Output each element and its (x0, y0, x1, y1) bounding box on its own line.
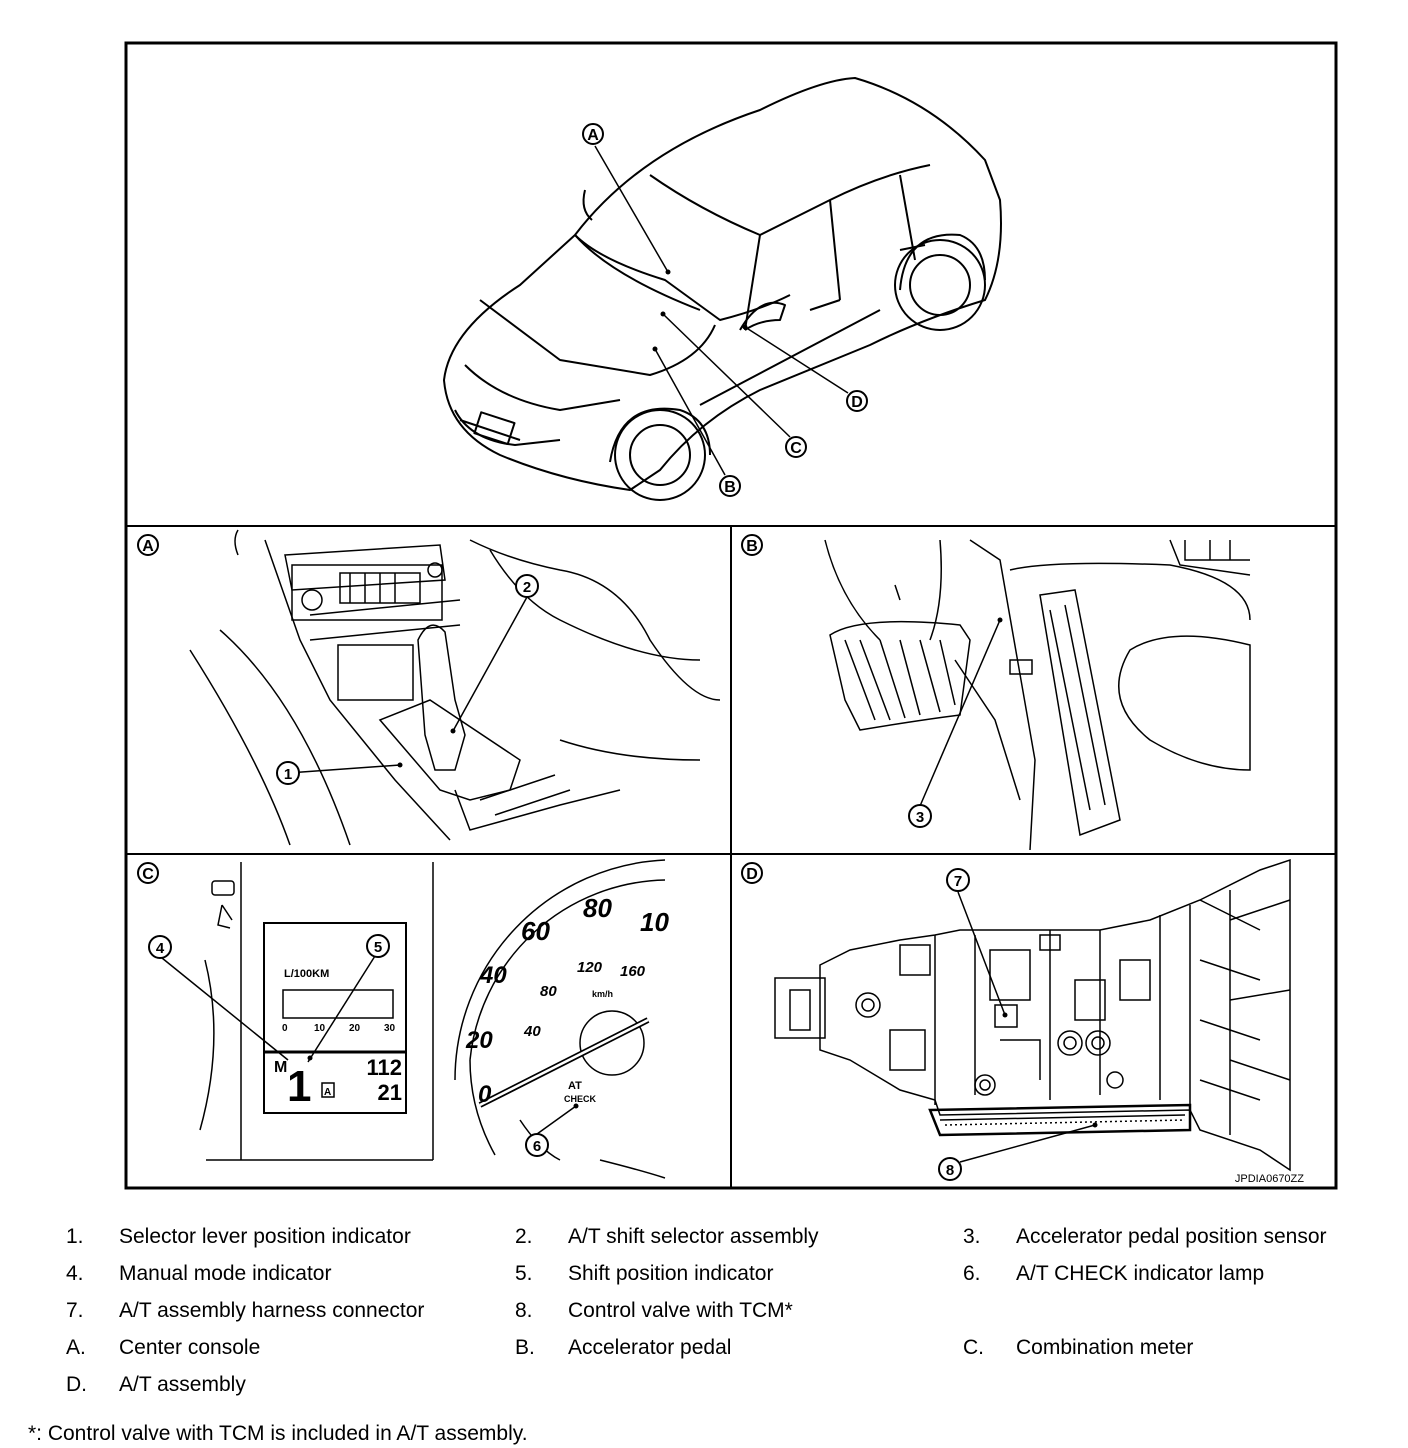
svg-text:112: 112 (367, 1055, 403, 1080)
legend-text: Accelerator pedal (568, 1336, 732, 1359)
svg-text:80: 80 (583, 893, 612, 923)
legend-num: 1. (66, 1225, 84, 1248)
svg-text:10: 10 (314, 1023, 326, 1034)
panel-D-at-assembly: D 7 (741, 858, 1304, 1185)
svg-text:1: 1 (284, 766, 292, 783)
svg-text:40: 40 (523, 1023, 541, 1040)
legend-text: A/T shift selector assembly (568, 1225, 819, 1248)
legend-num: 4. (66, 1262, 84, 1285)
overview-callouts: A B C D (582, 123, 868, 497)
callout-1: 1 (276, 761, 300, 785)
svg-text:2: 2 (523, 579, 531, 596)
svg-text:120: 120 (577, 959, 603, 976)
svg-text:C: C (790, 440, 802, 457)
svg-text:B: B (746, 538, 758, 555)
legend-num: 2. (515, 1225, 533, 1248)
svg-text:20: 20 (349, 1023, 361, 1034)
lcd-unit-label: L/100KM (284, 968, 329, 980)
svg-text:4: 4 (156, 940, 165, 957)
svg-text:21: 21 (378, 1080, 402, 1105)
legend-num: 6. (963, 1262, 981, 1285)
callout-A-overview: A (582, 123, 604, 145)
callout-4: 4 (148, 935, 172, 959)
at-lamp-text: AT (568, 1080, 582, 1092)
svg-text:A: A (324, 1087, 331, 1098)
svg-text:10: 10 (640, 907, 669, 937)
panel-A-label: A (137, 534, 159, 556)
legend-text: Combination meter (1016, 1336, 1194, 1359)
svg-text:20: 20 (465, 1027, 493, 1054)
vehicle-overview-drawing (443, 77, 1002, 501)
legend-num: 8. (515, 1299, 533, 1322)
svg-text:0: 0 (282, 1023, 288, 1034)
callout-3: 3 (908, 804, 932, 828)
svg-text:60: 60 (521, 916, 550, 946)
panel-D-label: D (741, 862, 763, 884)
legend-num: A. (66, 1336, 86, 1359)
legend-num: D. (66, 1373, 87, 1396)
svg-text:D: D (851, 394, 863, 411)
svg-text:B: B (724, 479, 736, 496)
legend-num: C. (963, 1336, 984, 1359)
svg-text:D: D (746, 866, 758, 883)
legend-text: Control valve with TCM* (568, 1299, 793, 1322)
svg-text:CHECK: CHECK (564, 1094, 597, 1104)
legend-num: 5. (515, 1262, 533, 1285)
svg-text:km/h: km/h (592, 989, 613, 999)
svg-text:A: A (142, 538, 154, 555)
legend-text: Shift position indicator (568, 1262, 774, 1285)
figure-id: JPDIA0670ZZ (1235, 1173, 1304, 1185)
legend-text: Manual mode indicator (119, 1262, 332, 1285)
svg-text:8: 8 (946, 1162, 954, 1179)
legend-text: A/T CHECK indicator lamp (1016, 1262, 1265, 1285)
svg-text:C: C (142, 866, 154, 883)
panel-C-label: C (137, 862, 159, 884)
legend-num: 7. (66, 1299, 84, 1322)
svg-text:5: 5 (374, 939, 382, 956)
svg-text:160: 160 (620, 963, 646, 980)
legend: 1. Selector lever position indicator 2. … (0, 1220, 1408, 1410)
callout-7: 7 (946, 868, 970, 892)
svg-text:0: 0 (478, 1081, 492, 1108)
svg-text:80: 80 (540, 983, 557, 1000)
legend-num: 3. (963, 1225, 981, 1248)
legend-text: Center console (119, 1336, 261, 1359)
callout-D-overview: D (846, 390, 868, 412)
panel-C-combination-meter: C L/100KM 0 10 20 30 M (137, 859, 669, 1179)
gear-digit: 1 (287, 1062, 311, 1111)
footnote: *: Control valve with TCM is included in… (28, 1422, 528, 1445)
lcd-display (263, 922, 407, 1114)
svg-text:A: A (587, 127, 599, 144)
component-location-figure: A B C D A 1 2 (124, 41, 1338, 1190)
legend-num: B. (515, 1336, 535, 1359)
svg-text:7: 7 (954, 873, 962, 890)
callout-2: 2 (515, 574, 539, 598)
svg-text:3: 3 (916, 809, 924, 826)
svg-text:6: 6 (533, 1138, 541, 1155)
callout-B-overview: B (719, 475, 741, 497)
callout-5: 5 (366, 934, 390, 958)
legend-text: A/T assembly (119, 1373, 246, 1396)
panel-A-center-console: A 1 2 (137, 529, 721, 846)
manual-mode-letter: M (274, 1059, 287, 1076)
legend-text: Accelerator pedal position sensor (1016, 1225, 1327, 1248)
legend-text: A/T assembly harness connector (119, 1299, 425, 1322)
callout-C-overview: C (785, 436, 807, 458)
legend-text: Selector lever position indicator (119, 1225, 411, 1248)
callout-6: 6 (525, 1133, 549, 1157)
panel-B-accelerator-pedal: B 3 (741, 534, 1251, 851)
svg-text:40: 40 (479, 962, 507, 989)
callout-8: 8 (938, 1157, 962, 1181)
panel-B-label: B (741, 534, 763, 556)
svg-text:30: 30 (384, 1023, 396, 1034)
